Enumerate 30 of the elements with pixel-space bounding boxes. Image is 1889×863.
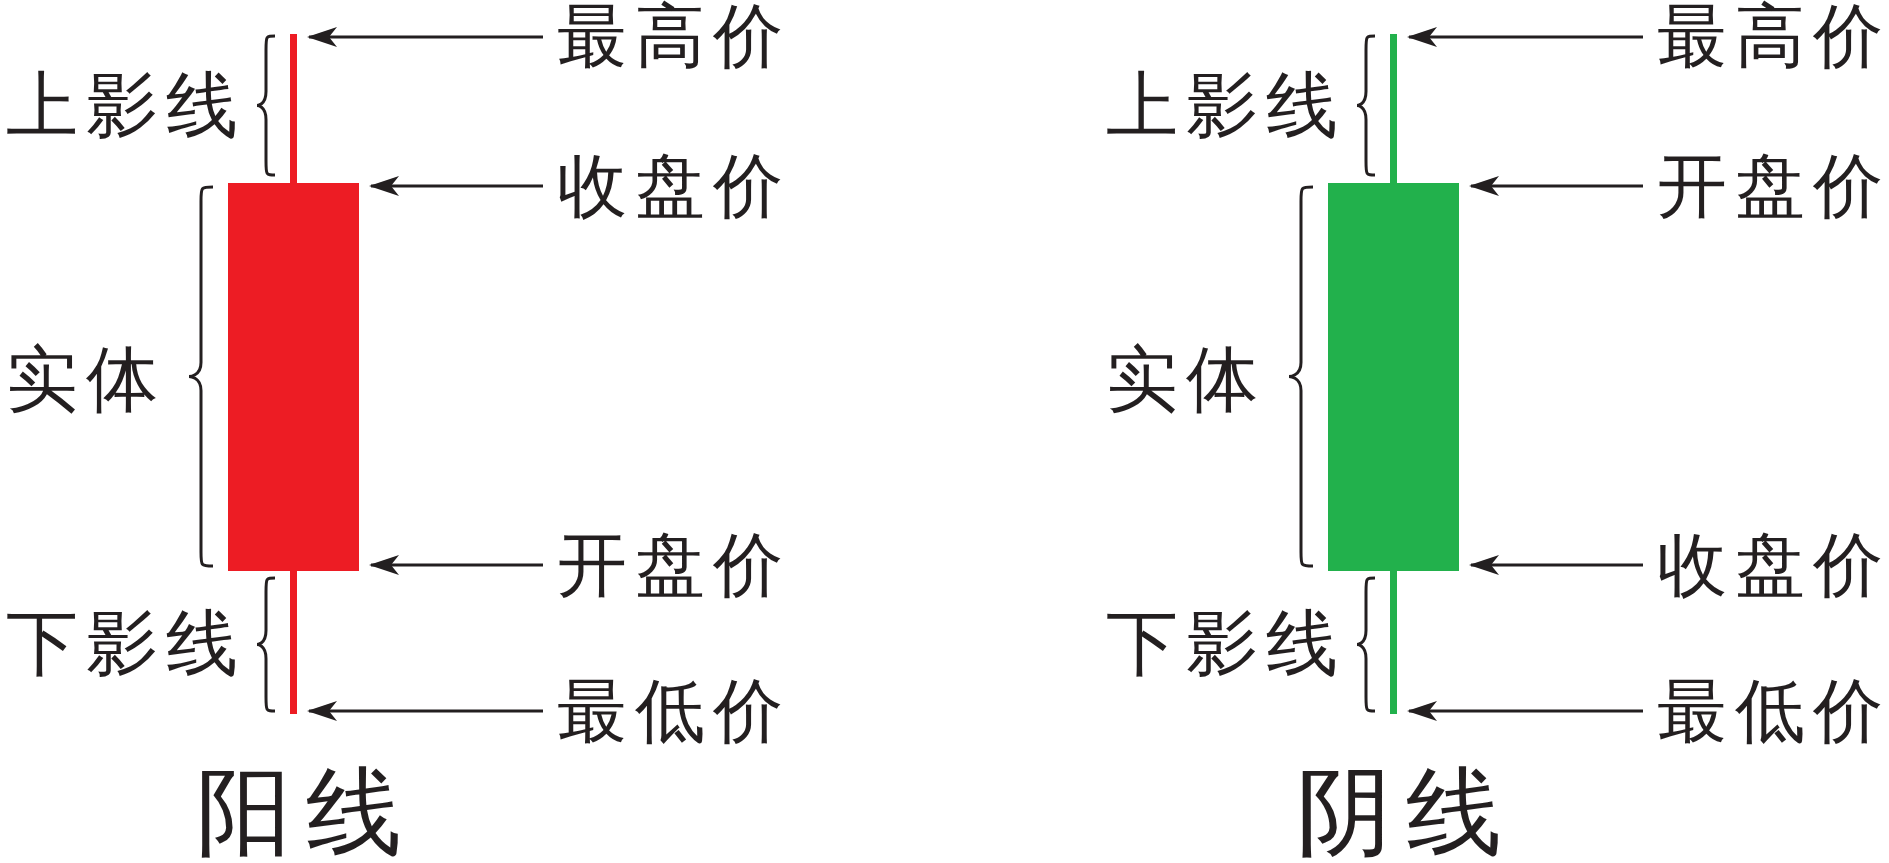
price-label: 最低价: [557, 675, 791, 747]
arrow: [307, 27, 543, 47]
candle-wick: [1390, 34, 1397, 183]
part-label: 实体: [1106, 340, 1266, 420]
arrow: [369, 555, 543, 575]
part-label: 上影线: [6, 66, 246, 146]
candle-title: 阴线: [1296, 760, 1516, 863]
arrow: [1469, 555, 1643, 575]
candle-body: [1328, 183, 1459, 571]
arrow: [1407, 701, 1643, 721]
price-label: 开盘价: [557, 529, 791, 601]
price-label: 最高价: [1657, 0, 1889, 72]
price-label: 开盘价: [1657, 150, 1889, 222]
part-label: 实体: [6, 340, 166, 420]
price-label: 最低价: [1657, 675, 1889, 747]
part-label: 下影线: [6, 604, 246, 684]
arrow: [307, 701, 543, 721]
arrow: [369, 176, 543, 196]
candle-title: 阳线: [196, 760, 416, 863]
price-label: 最高价: [557, 0, 791, 72]
candle-body: [228, 183, 359, 571]
arrow: [1407, 27, 1643, 47]
part-label: 上影线: [1106, 66, 1346, 146]
part-label: 下影线: [1106, 604, 1346, 684]
candle-wick: [290, 571, 297, 714]
candle-wick: [1390, 571, 1397, 714]
candle-wick: [290, 34, 297, 183]
price-label: 收盘价: [557, 150, 791, 222]
price-label: 收盘价: [1657, 529, 1889, 601]
arrow: [1469, 176, 1643, 196]
